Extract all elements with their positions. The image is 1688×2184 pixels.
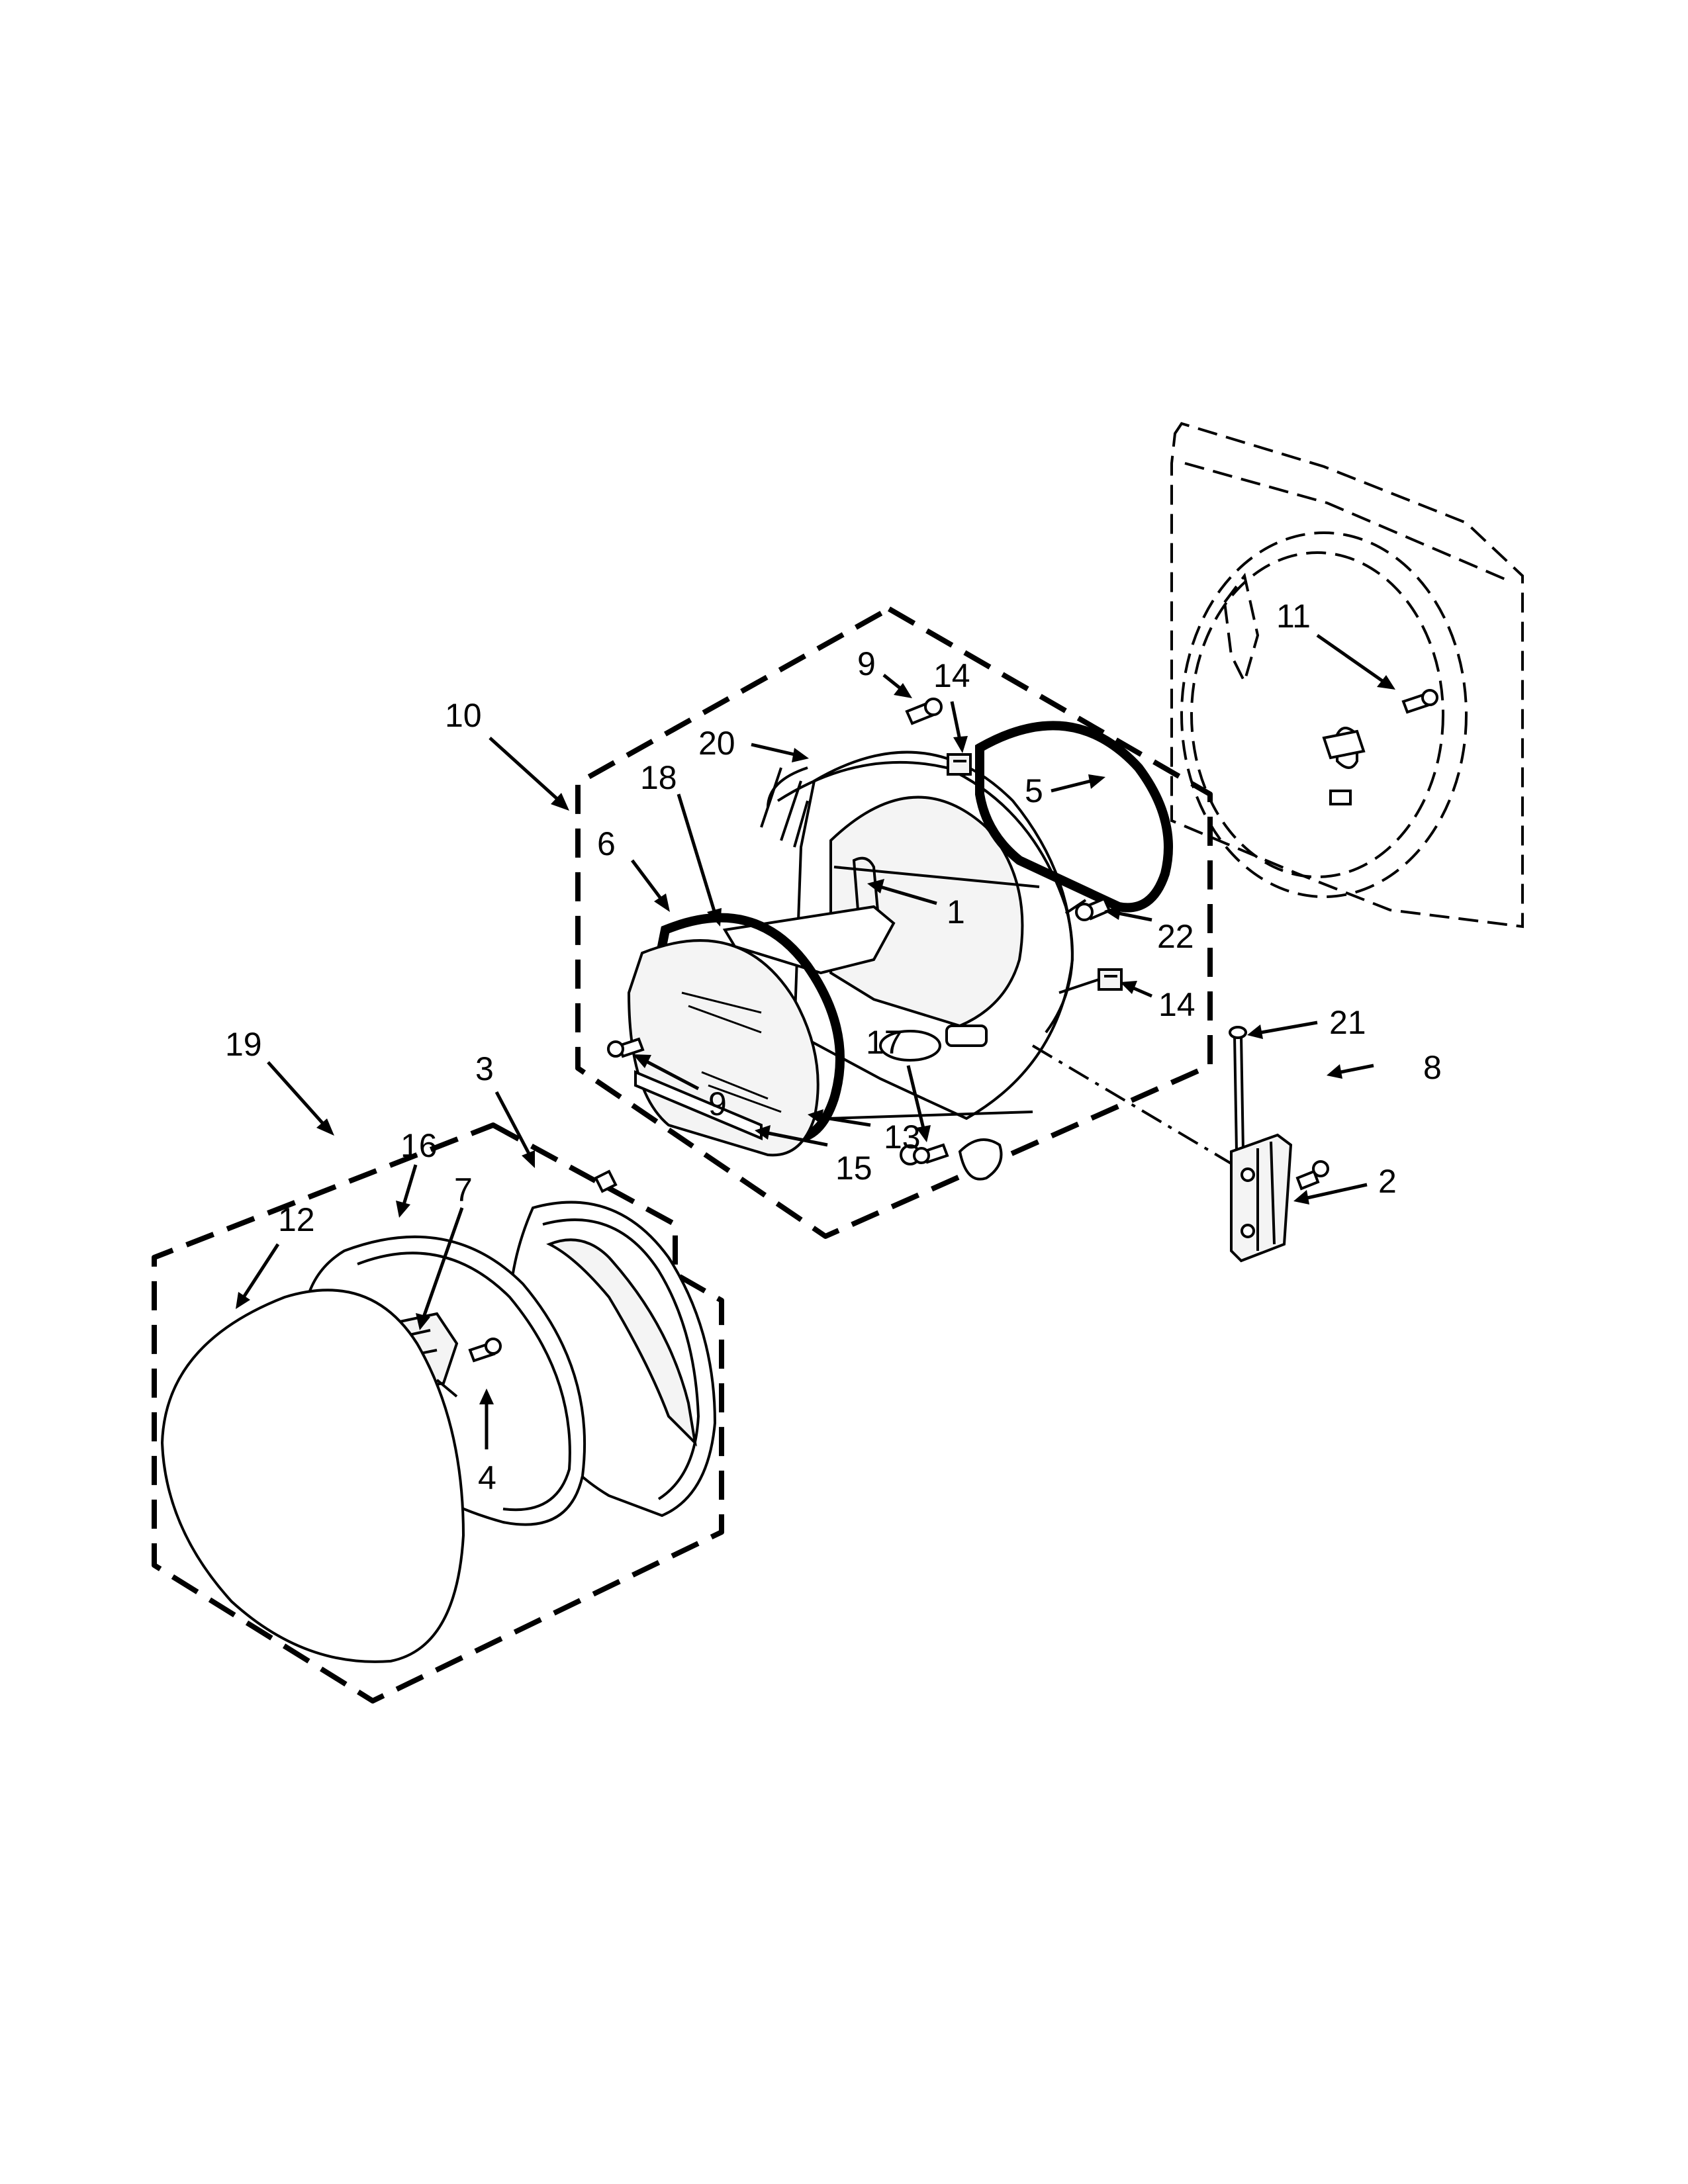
callout-20: 20 bbox=[698, 725, 735, 762]
callout-11: 11 bbox=[1276, 598, 1311, 635]
callout-9-lower: 9 bbox=[708, 1085, 727, 1122]
callout-15: 15 bbox=[835, 1150, 872, 1187]
hinge-alignment-line bbox=[1031, 1044, 1246, 1173]
callout-21: 21 bbox=[1329, 1004, 1366, 1041]
door-hinge bbox=[1230, 1133, 1293, 1263]
callout-8: 8 bbox=[1423, 1049, 1442, 1086]
screw-17 bbox=[913, 1143, 949, 1164]
callout-14-lower: 14 bbox=[1158, 986, 1196, 1023]
callout-17: 17 bbox=[866, 1024, 903, 1061]
callout-4: 4 bbox=[478, 1459, 496, 1496]
callout-16: 16 bbox=[400, 1127, 438, 1164]
outer-door-cover bbox=[160, 1289, 465, 1663]
callout-5: 5 bbox=[1025, 772, 1043, 809]
clip-14-lower bbox=[1098, 968, 1123, 991]
callout-6: 6 bbox=[597, 825, 616, 862]
screw-9-lower bbox=[607, 1037, 645, 1058]
trim-ring bbox=[776, 760, 1074, 1034]
door-bottom-strip bbox=[634, 1069, 763, 1141]
callout-10: 10 bbox=[445, 697, 482, 734]
callout-14-upper: 14 bbox=[933, 657, 970, 694]
assembly-10-boundary bbox=[575, 606, 1213, 1239]
callout-19: 19 bbox=[225, 1026, 262, 1063]
screw-11 bbox=[1401, 689, 1438, 714]
callout-3: 3 bbox=[475, 1050, 494, 1087]
callout-18: 18 bbox=[640, 759, 677, 796]
clip-14-upper bbox=[947, 753, 972, 776]
callout-1: 1 bbox=[947, 893, 965, 931]
callout-12: 12 bbox=[278, 1201, 315, 1238]
screw-9-upper bbox=[905, 698, 943, 725]
callout-7: 7 bbox=[454, 1171, 473, 1208]
leader-lines bbox=[236, 633, 1395, 1449]
door-gasket-large bbox=[975, 721, 1173, 913]
callout-2: 2 bbox=[1378, 1163, 1397, 1200]
hinge-pin bbox=[1229, 1026, 1247, 1152]
screw-8 bbox=[1295, 1160, 1329, 1191]
assembly-19-boundary bbox=[152, 1122, 724, 1704]
callout-9-upper: 9 bbox=[857, 645, 876, 682]
callout-22: 22 bbox=[1157, 918, 1194, 955]
callout-13: 13 bbox=[884, 1118, 921, 1156]
screw-4 bbox=[468, 1338, 502, 1363]
cabinet-front-panel bbox=[1170, 422, 1524, 929]
